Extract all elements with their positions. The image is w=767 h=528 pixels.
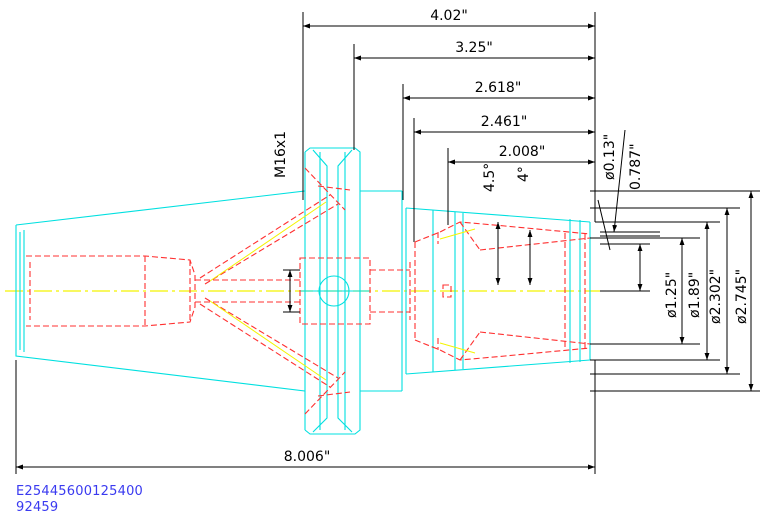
part-code: 92459 xyxy=(16,500,59,515)
dim-2-008: 2.008" xyxy=(499,144,546,160)
dim-4-02: 4.02" xyxy=(430,8,468,24)
dim-0-787: 0.787" xyxy=(628,143,644,190)
part-number: E25445600125400 xyxy=(16,484,144,499)
dim-dia-0-13: ø0.13" xyxy=(602,134,618,180)
angle-4: 4° xyxy=(516,166,532,182)
dim-dia-2-745: ø2.745" xyxy=(734,269,750,324)
hidden-features xyxy=(26,167,591,415)
dim-dia-2-302: ø2.302" xyxy=(708,269,724,324)
coolant-paths xyxy=(209,201,476,381)
holder-outline xyxy=(15,147,591,435)
dim-2-461: 2.461" xyxy=(481,114,528,130)
dim-3-25: 3.25" xyxy=(455,40,493,56)
dim-overall-length: 8.006" xyxy=(284,449,331,465)
dimension-lines xyxy=(15,12,760,474)
dim-2-618: 2.618" xyxy=(475,80,522,96)
thread-label: M16x1 xyxy=(273,131,289,178)
angle-4-5: 4.5° xyxy=(482,163,498,192)
dim-dia-1-89: ø1.89" xyxy=(687,272,703,318)
dim-dia-1-25: ø1.25" xyxy=(664,272,680,318)
